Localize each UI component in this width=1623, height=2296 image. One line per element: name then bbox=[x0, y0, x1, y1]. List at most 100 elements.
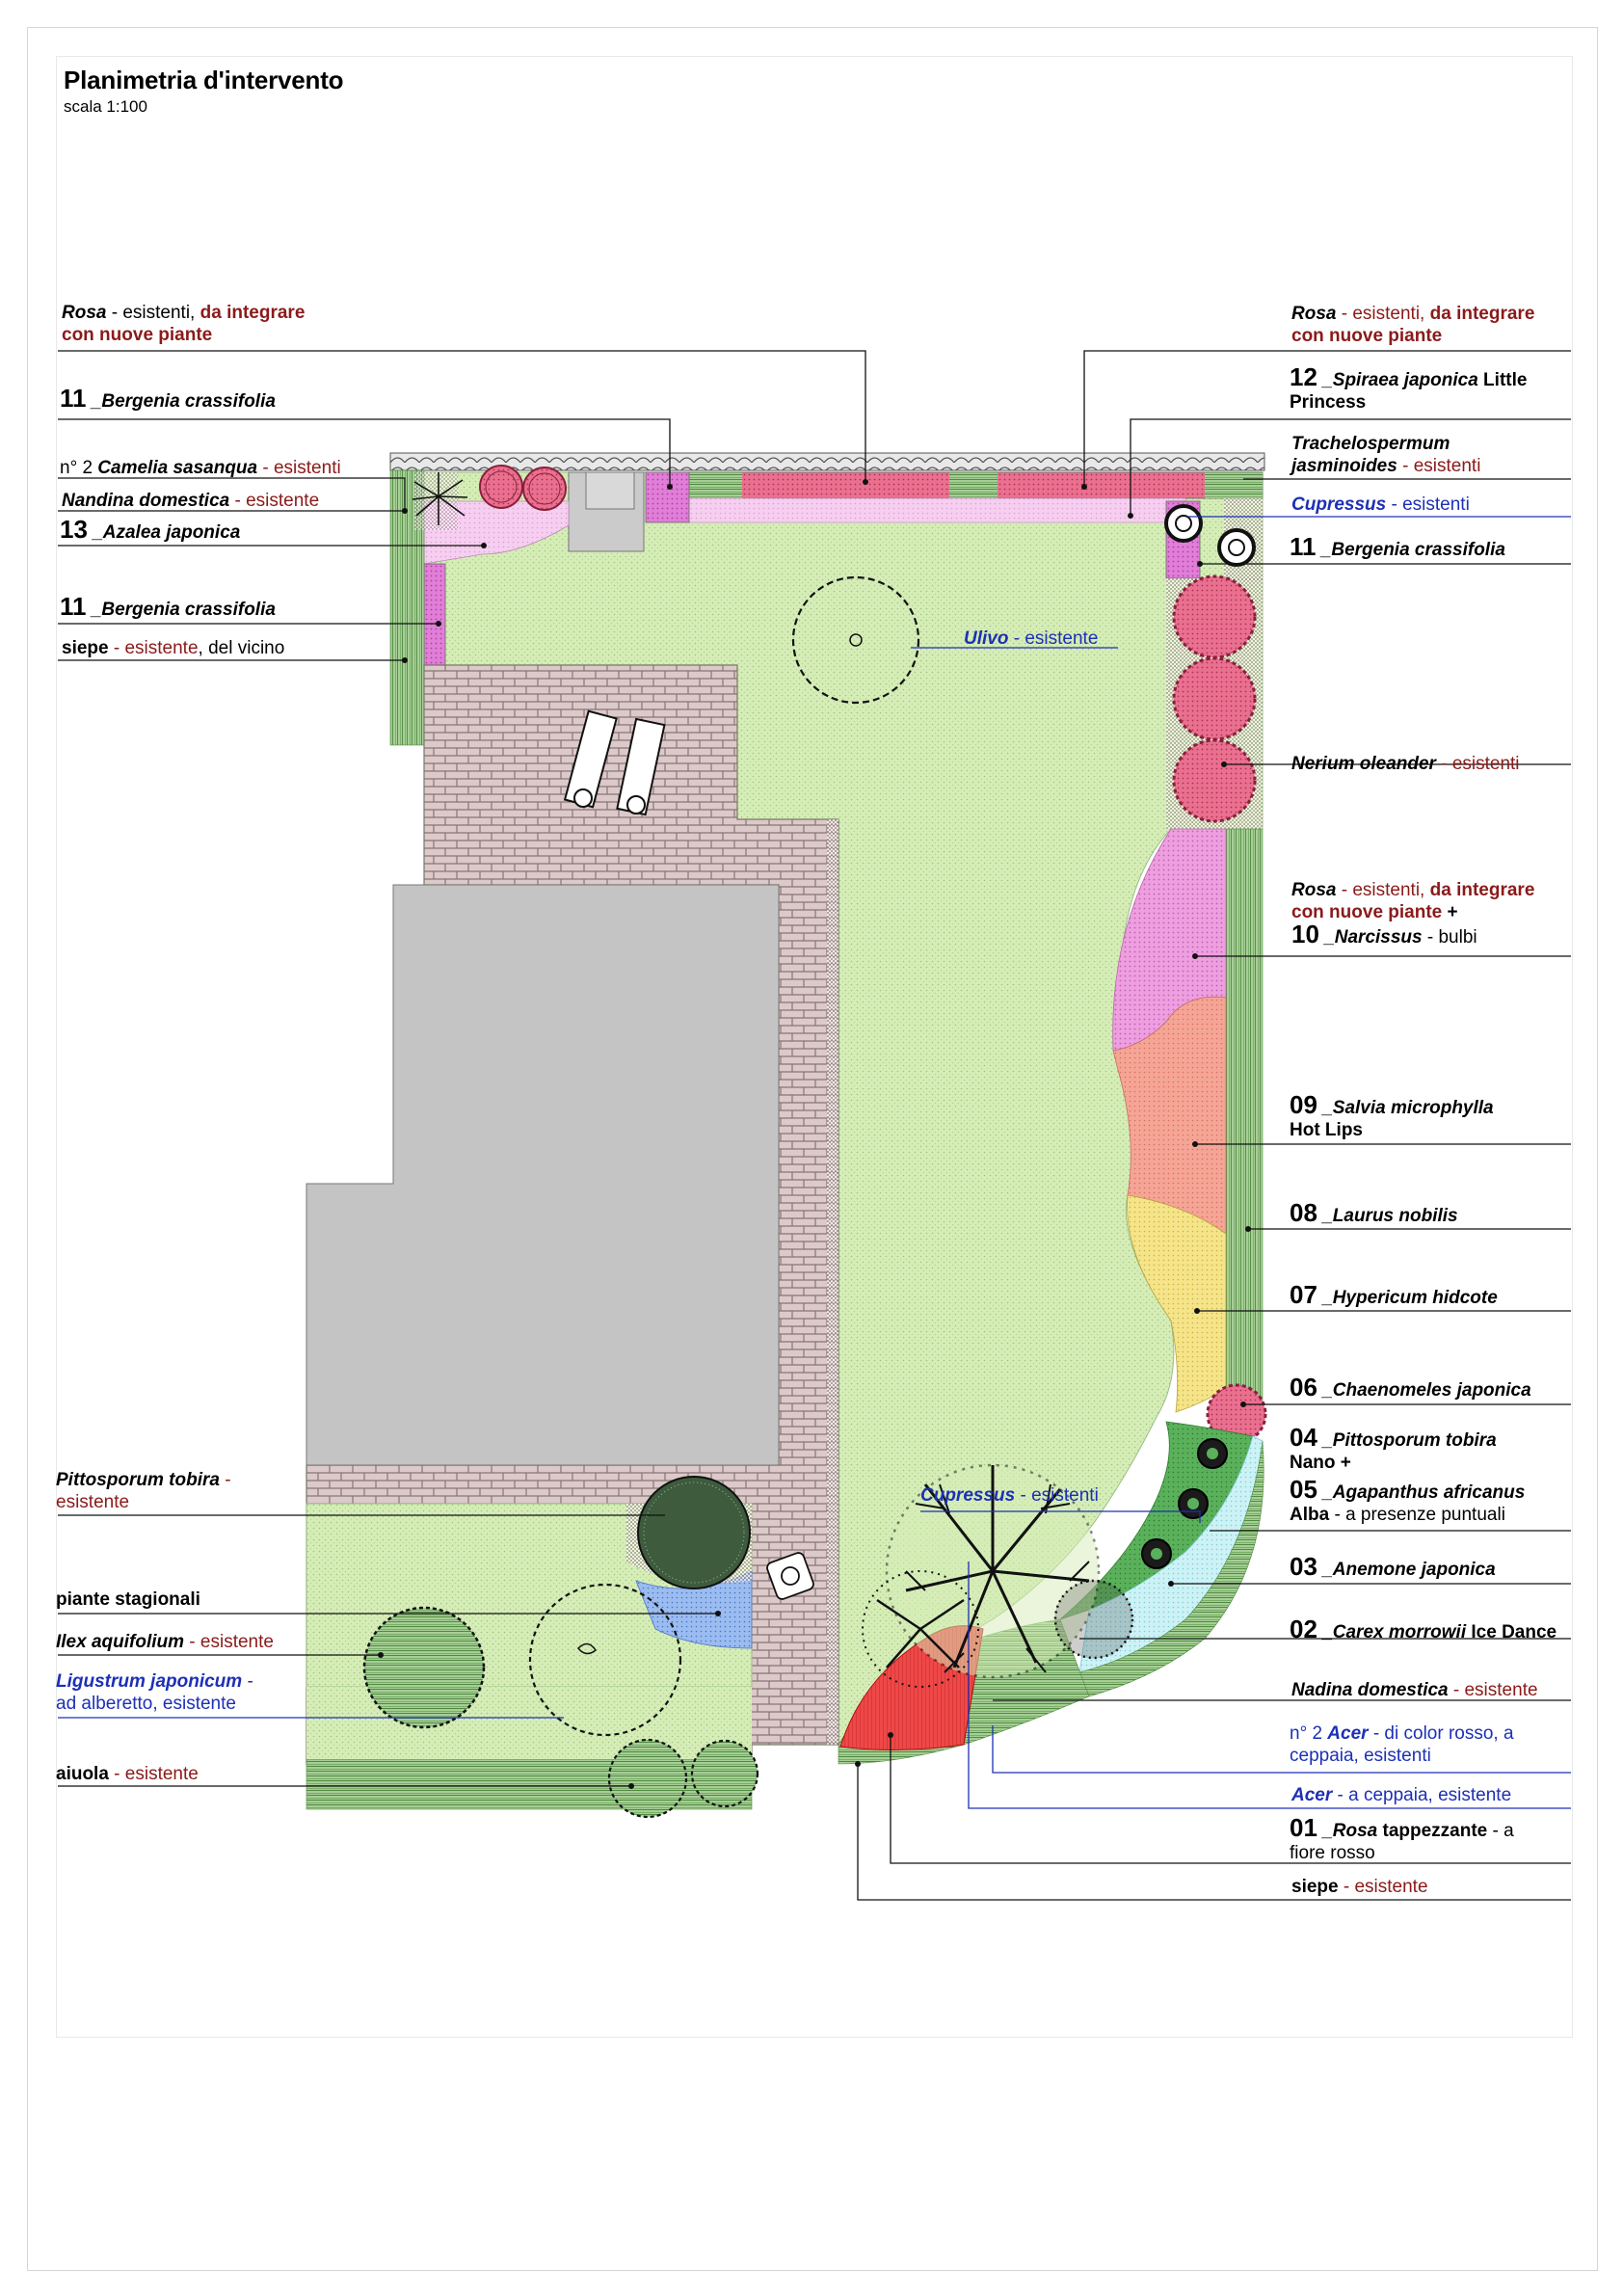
label-tail: - bbox=[242, 1671, 253, 1692]
label-acer-one: Acer - a ceppaia, esistente bbox=[1291, 1784, 1511, 1806]
label-name: Rosa bbox=[62, 303, 107, 323]
label-number: 04 bbox=[1290, 1423, 1317, 1452]
label-name: _Chaenomeles japonica bbox=[1322, 1380, 1531, 1401]
label-cupressus-top: Cupressus - esistenti bbox=[1291, 494, 1470, 516]
label-number: 03 bbox=[1290, 1552, 1317, 1581]
label-number: 11 bbox=[60, 592, 87, 621]
label-name: Pittosporum tobira bbox=[56, 1470, 220, 1490]
leader-dots bbox=[378, 479, 1251, 1789]
label-siepe-bottom: siepe - esistente bbox=[1291, 1876, 1428, 1898]
label-line-2: ceppaia, esistenti bbox=[1290, 1746, 1431, 1766]
label-line-2: Nano + bbox=[1290, 1453, 1351, 1473]
label-rosa-top-left: Rosa - esistenti, da integrare con nuove… bbox=[62, 302, 305, 346]
label-name: _Hypericum hidcote bbox=[1322, 1288, 1498, 1308]
label-number: 08 bbox=[1290, 1198, 1317, 1227]
label-name: _Rosa bbox=[1322, 1821, 1378, 1841]
label-dash: - esistenti, bbox=[1336, 880, 1430, 900]
label-pittosporum-left: Pittosporum tobira - esistente bbox=[56, 1469, 231, 1513]
label-name: siepe bbox=[62, 638, 109, 658]
label-number: 12 bbox=[1290, 362, 1317, 391]
label-nandina-top: Nandina domestica - esistente bbox=[62, 490, 319, 512]
nandina-corner bbox=[414, 472, 458, 530]
label-siepe-vicino: siepe - esistente, del vicino bbox=[62, 637, 284, 659]
label-tail: Ice Dance bbox=[1466, 1622, 1557, 1642]
label-number: 07 bbox=[1290, 1280, 1317, 1309]
label-tail: da integrare bbox=[200, 303, 306, 323]
label-tail: - esistente bbox=[1448, 1680, 1538, 1700]
label-tail: Little bbox=[1477, 370, 1528, 390]
label-pittosporum-nano: 04 _Pittosporum tobira Nano + bbox=[1290, 1425, 1497, 1474]
label-name: _Laurus nobilis bbox=[1322, 1206, 1458, 1226]
hedge-segment bbox=[949, 472, 998, 498]
label-acer-two: n° 2 Acer - di color rosso, a ceppaia, e… bbox=[1290, 1722, 1514, 1767]
label-nadina-bottom: Nadina domestica - esistente bbox=[1291, 1679, 1538, 1701]
bed-magenta-top bbox=[645, 471, 690, 523]
label-chaenomeles: 06 _Chaenomeles japonica bbox=[1290, 1375, 1531, 1402]
label-name: Acer bbox=[1291, 1785, 1333, 1805]
label-anemone: 03 _Anemone japonica bbox=[1290, 1554, 1496, 1581]
acer-trees bbox=[862, 1463, 1134, 1688]
ilex-tree bbox=[362, 1606, 486, 1729]
label-ilex: Ilex aquifolium - esistente bbox=[56, 1631, 274, 1653]
leader-lines bbox=[58, 350, 1571, 1901]
hedge-segment bbox=[689, 472, 742, 498]
label-tail-2: , del vicino bbox=[198, 638, 285, 658]
label-name: Nerium oleander bbox=[1291, 754, 1436, 774]
plan-scale: scala 1:100 bbox=[64, 97, 147, 116]
label-name: Rosa bbox=[1291, 304, 1337, 324]
label-tail: tappezzante bbox=[1377, 1821, 1488, 1841]
label-line-2: fiore rosso bbox=[1290, 1843, 1375, 1863]
label-spiraea: 12 _Spiraea japonica Little Princess bbox=[1290, 364, 1528, 414]
ligustrum-tree bbox=[528, 1583, 682, 1737]
label-tail: - esistenti bbox=[1397, 456, 1481, 476]
nandina-symbol bbox=[412, 472, 468, 525]
label-prefix: n° 2 bbox=[1290, 1723, 1328, 1744]
label-tail: - esistente bbox=[1008, 628, 1099, 649]
aiuola-shrubs bbox=[607, 1738, 759, 1819]
label-name: _Pittosporum tobira bbox=[1322, 1430, 1497, 1451]
label-name: _Azalea japonica bbox=[93, 522, 241, 543]
label-name: siepe bbox=[1291, 1877, 1339, 1897]
laurus-hedge bbox=[1225, 828, 1264, 1413]
label-tail: da integrare bbox=[1429, 880, 1535, 900]
label-agapanthus: 05 _Agapanthus africanus Alba - a presen… bbox=[1290, 1477, 1526, 1526]
label-number: 02 bbox=[1290, 1615, 1317, 1643]
label-number: 05 bbox=[1290, 1475, 1317, 1504]
drawing-border bbox=[56, 56, 1573, 2038]
label-tail-2: con nuove piante bbox=[1291, 902, 1443, 922]
label-tail: - esistenti bbox=[1015, 1485, 1099, 1506]
label-name: aiuola bbox=[56, 1764, 109, 1784]
label-tail: - a ceppaia, esistente bbox=[1332, 1785, 1512, 1805]
label-number: 01 bbox=[1290, 1813, 1317, 1842]
label-dash: - esistenti, bbox=[106, 303, 200, 323]
blue-bed bbox=[635, 1570, 753, 1649]
label-name: Nadina domestica bbox=[1291, 1680, 1449, 1700]
bed-light-pink-top bbox=[688, 497, 1186, 523]
label-tail-3: - bulbi bbox=[1422, 927, 1477, 948]
label-prefix: n° 2 bbox=[60, 458, 98, 478]
label-tail: da integrare bbox=[1429, 304, 1535, 324]
label-plus: + bbox=[1442, 902, 1458, 922]
label-number: 11 bbox=[60, 384, 87, 413]
label-name: _Bergenia crassifolia bbox=[91, 600, 276, 620]
chaenomeles-shrub bbox=[1206, 1383, 1267, 1445]
label-name: Nandina domestica bbox=[62, 491, 230, 511]
label-name: _Agapanthus africanus bbox=[1322, 1482, 1526, 1503]
label-salvia: 09 _Salvia microphylla Hot Lips bbox=[1290, 1092, 1494, 1141]
label-name: Rosa bbox=[1291, 880, 1337, 900]
label-number: 10 bbox=[1291, 920, 1319, 948]
label-line-2: Alba bbox=[1290, 1505, 1330, 1525]
label-name: Ligustrum japonicum bbox=[56, 1671, 243, 1692]
label-tail: - di color rosso, a bbox=[1368, 1723, 1514, 1744]
plan-title: Planimetria d'intervento bbox=[64, 66, 344, 94]
garden-chair bbox=[766, 1552, 814, 1600]
label-line-2: esistente bbox=[56, 1492, 130, 1512]
cupressus-top bbox=[1164, 504, 1256, 567]
label-name-2: jasminoides bbox=[1291, 456, 1397, 476]
label-name-2: _Narcissus bbox=[1324, 927, 1423, 948]
label-name: _Anemone japonica bbox=[1322, 1560, 1496, 1580]
label-tail-2: con nuove piante bbox=[1291, 326, 1443, 346]
label-camelia: n° 2 Camelia sasanqua - esistenti bbox=[60, 457, 341, 479]
label-carex: 02 _Carex morrowii Ice Dance bbox=[1290, 1615, 1557, 1643]
label-rosa-top-right: Rosa - esistenti, da integrare con nuove… bbox=[1291, 303, 1534, 347]
